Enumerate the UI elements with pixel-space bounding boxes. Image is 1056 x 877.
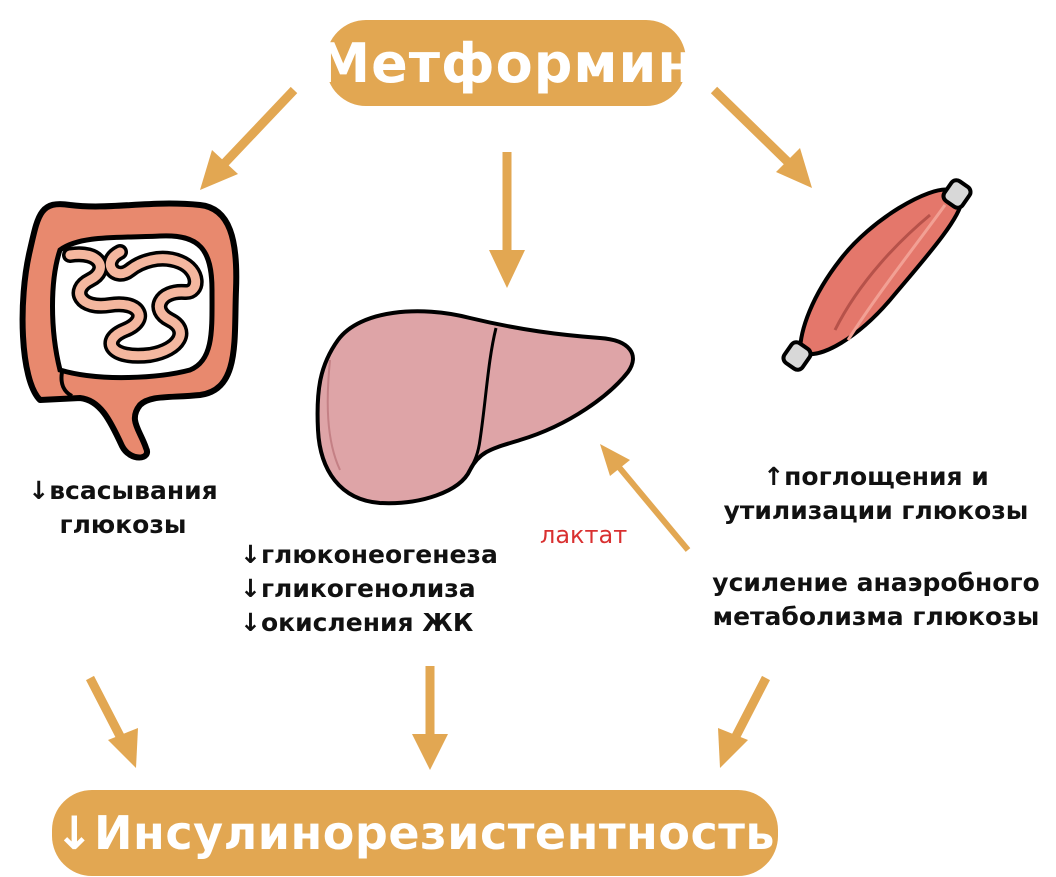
intestine-effect-text: ↓всасывания глюкозы xyxy=(8,474,238,542)
muscle-line-3: усиление анаэробного xyxy=(700,566,1052,600)
arrow-muscle-to-bottom xyxy=(718,678,766,768)
arrow-metformin-to-muscle xyxy=(714,90,812,188)
intestine-icon xyxy=(23,204,237,458)
muscle-icon xyxy=(781,178,973,372)
intestine-line-1: ↓всасывания xyxy=(8,474,238,508)
insulin-resistance-label: ↓Инсулинорезистентность xyxy=(55,806,775,860)
intestine-line-2: глюкозы xyxy=(8,508,238,542)
arrow-metformin-to-intestine xyxy=(200,90,294,190)
metformin-node: Метформин xyxy=(326,20,686,106)
arrow-liver-to-bottom xyxy=(412,666,448,770)
muscle-line-4: метаболизма глюкозы xyxy=(700,600,1052,634)
insulin-resistance-node: ↓Инсулинорезистентность xyxy=(52,790,778,876)
arrow-intestine-to-bottom xyxy=(90,678,138,768)
arrow-metformin-to-liver xyxy=(489,152,525,288)
lactate-label: лактат xyxy=(540,518,627,552)
metformin-label: Метформин xyxy=(316,32,695,95)
liver-line-1: ↓глюконеогенеза xyxy=(240,538,498,572)
liver-line-3: ↓окисления ЖК xyxy=(240,606,498,640)
liver-line-2: ↓гликогенолиза xyxy=(240,572,498,606)
liver-icon xyxy=(318,311,633,503)
liver-effect-text: ↓глюконеогенеза ↓гликогенолиза ↓окислени… xyxy=(240,538,498,640)
muscle-uptake-text: ↑поглощения и утилизации глюкозы xyxy=(700,460,1052,528)
muscle-line-1: ↑поглощения и xyxy=(700,460,1052,494)
muscle-line-2: утилизации глюкозы xyxy=(700,494,1052,528)
muscle-anaerobic-text: усиление анаэробного метаболизма глюкозы xyxy=(700,566,1052,634)
